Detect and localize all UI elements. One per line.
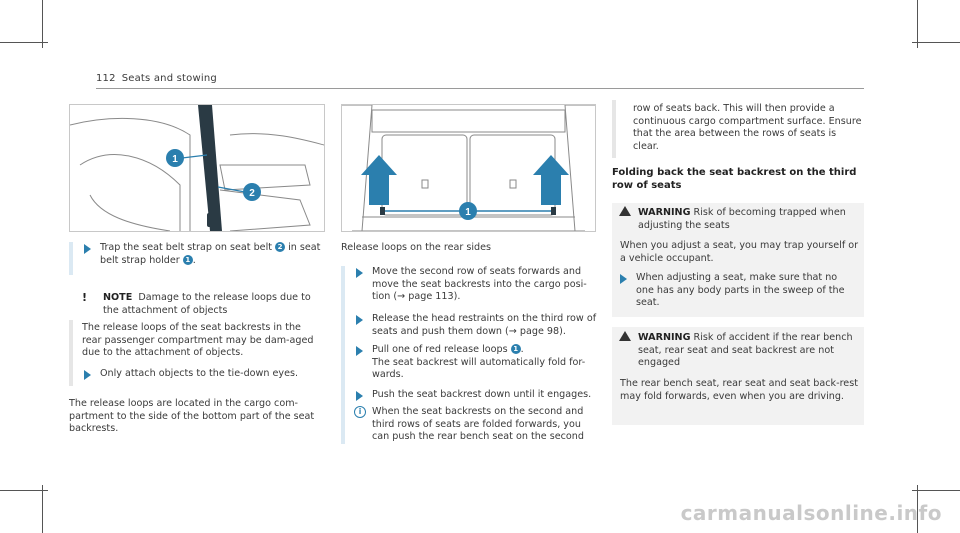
page-number: 112 bbox=[96, 73, 116, 84]
crop-mark bbox=[42, 0, 43, 48]
step-text: Move the second row of seats forwards an… bbox=[372, 266, 587, 303]
callout-2-icon: 2 bbox=[275, 242, 286, 252]
arrow-bullet-icon bbox=[356, 315, 363, 325]
arrow-bullet-icon bbox=[620, 274, 627, 284]
callout-1-icon: 1 bbox=[182, 254, 193, 265]
warning-title: WARNING Risk of becoming trapped when ad… bbox=[638, 207, 846, 231]
crop-mark bbox=[42, 485, 43, 533]
page-header: 112 Seats and stowing bbox=[96, 73, 217, 84]
figure-caption: Release loops on the rear sides bbox=[341, 242, 492, 253]
note-bar bbox=[69, 320, 73, 386]
crop-mark bbox=[912, 490, 960, 491]
paragraph: The release loops are located in the car… bbox=[69, 398, 315, 435]
step-text: Release the head restraints on the third… bbox=[372, 313, 597, 337]
arrow-bullet-icon bbox=[84, 244, 91, 254]
callout-1-icon: 1 bbox=[510, 344, 521, 354]
step-text: Trap the seat belt strap on seat belt 2 … bbox=[100, 242, 321, 266]
crop-mark bbox=[912, 42, 960, 43]
step-text: Push the seat backrest down until it eng… bbox=[372, 389, 592, 400]
warning-body: When you adjust a seat, you may trap you… bbox=[620, 240, 859, 264]
step-text: Pull one of red release loops 1. The sea… bbox=[372, 344, 586, 381]
info-text: When the seat backrests on the second an… bbox=[372, 406, 584, 443]
note-exclamation-icon: ! bbox=[82, 291, 88, 304]
step-bar bbox=[69, 242, 73, 275]
seat-belt-illustration: 1 2 bbox=[69, 104, 325, 232]
note-title: NOTE Damage to the release loops due to … bbox=[103, 292, 311, 316]
cargo-drawing: 1 bbox=[342, 105, 595, 231]
crop-mark bbox=[0, 42, 48, 43]
section-title: Seats and stowing bbox=[121, 73, 217, 84]
section-heading: Folding back the seat backrest on the th… bbox=[612, 167, 857, 191]
header-rule bbox=[96, 88, 864, 89]
arrow-bullet-icon bbox=[356, 346, 363, 356]
arrow-bullet-icon bbox=[84, 370, 91, 380]
release-loops-illustration: 1 bbox=[341, 104, 596, 232]
warning-box bbox=[612, 203, 864, 317]
warning-triangle-icon bbox=[619, 206, 631, 216]
warning-box bbox=[612, 327, 864, 425]
info-bar bbox=[612, 100, 616, 158]
info-icon: i bbox=[354, 406, 366, 418]
svg-text:1: 1 bbox=[172, 154, 178, 165]
note-step: Only attach objects to the tie-down eyes… bbox=[100, 368, 299, 379]
svg-text:1: 1 bbox=[465, 207, 471, 218]
warning-body: The rear bench seat, rear seat and seat … bbox=[620, 378, 858, 402]
svg-text:2: 2 bbox=[249, 188, 255, 199]
warning-triangle-icon bbox=[619, 331, 631, 341]
warning-title: WARNING Risk of accident if the rear ben… bbox=[638, 332, 853, 369]
seat-belt-drawing: 1 2 bbox=[70, 105, 324, 231]
arrow-bullet-icon bbox=[356, 391, 363, 401]
note-body: The release loops of the seat backrests … bbox=[82, 322, 314, 359]
step-bar bbox=[341, 266, 345, 444]
warning-step: When adjusting a seat, make sure that no… bbox=[636, 272, 845, 309]
paragraph: row of seats back. This will then provid… bbox=[633, 103, 862, 152]
watermark: carmanualsonline.info bbox=[680, 501, 942, 525]
arrow-bullet-icon bbox=[356, 268, 363, 278]
crop-mark bbox=[0, 490, 48, 491]
crop-mark bbox=[917, 0, 918, 48]
crop-mark bbox=[917, 485, 918, 533]
